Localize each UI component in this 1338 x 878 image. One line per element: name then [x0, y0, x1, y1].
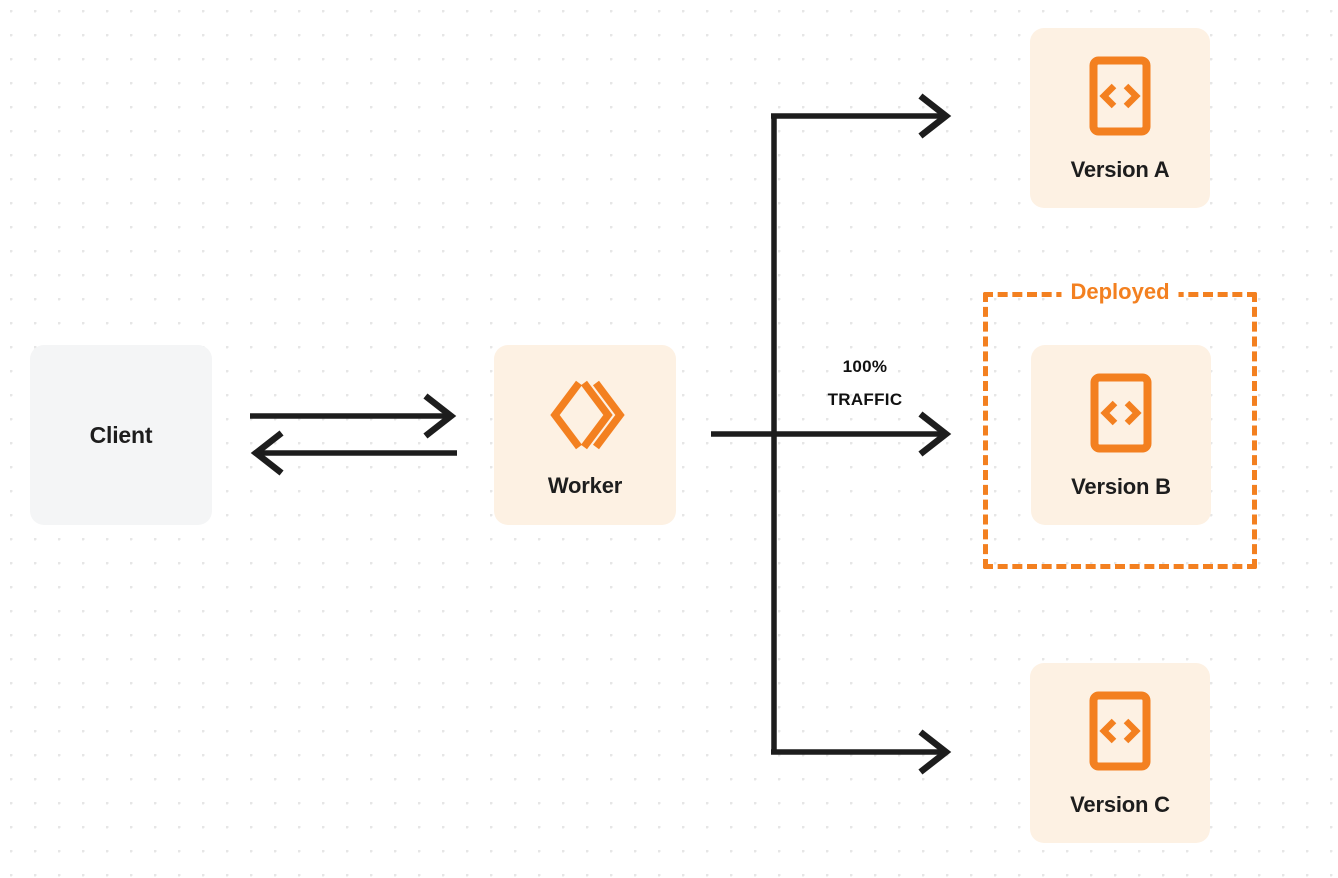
deployed-group-label: Deployed: [1061, 281, 1179, 303]
node-version-b[interactable]: Version B: [1031, 345, 1211, 525]
node-version-a[interactable]: Version A: [1030, 28, 1210, 208]
node-worker-label: Worker: [547, 472, 623, 498]
deployed-group: Deployed: [983, 281, 1257, 569]
node-version-b-label: Version B: [1071, 473, 1171, 499]
traffic-percent: 100%: [842, 357, 888, 376]
code-brackets-icon: [1089, 56, 1151, 141]
connector-trunk-to-version-c: [771, 729, 952, 775]
node-version-c[interactable]: Version C: [1030, 663, 1210, 843]
connector-worker-to-client: [250, 430, 457, 476]
traffic-annotation: 100% TRAFFIC: [790, 350, 940, 416]
connector-worker-branch-trunk: [711, 116, 941, 752]
node-version-a-label: Version A: [1070, 156, 1170, 182]
connector-client-to-worker: [250, 393, 457, 439]
node-worker[interactable]: Worker: [494, 345, 676, 525]
code-brackets-icon: [1089, 691, 1151, 776]
node-client-label: Client: [89, 421, 153, 448]
node-version-c-label: Version C: [1070, 791, 1170, 817]
workers-logo-icon: [544, 374, 626, 461]
connector-trunk-to-version-a: [771, 93, 952, 139]
traffic-caption: TRAFFIC: [827, 390, 903, 410]
node-client[interactable]: Client: [30, 345, 212, 525]
connector-trunk-to-version-b: [918, 411, 952, 457]
code-brackets-icon: [1090, 373, 1152, 458]
